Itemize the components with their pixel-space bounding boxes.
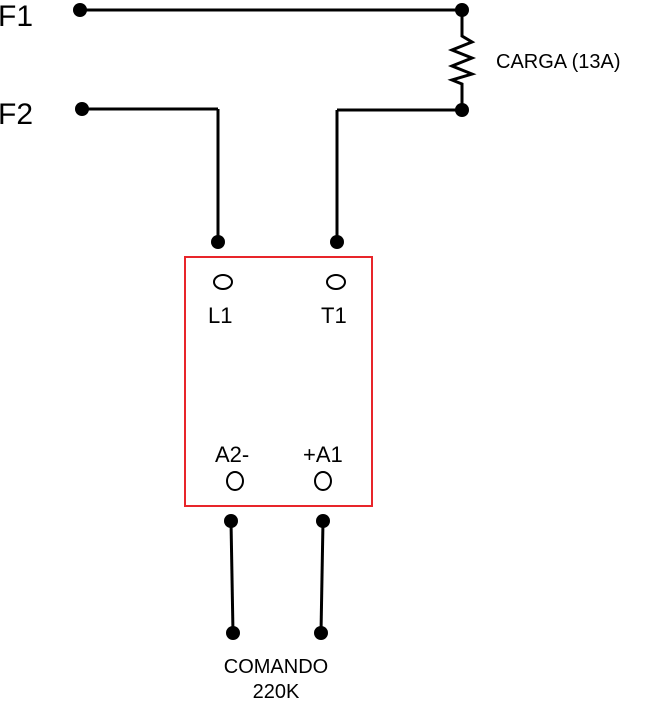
control-label-line2: 220K — [253, 681, 300, 702]
solid-state-relay-box — [184, 256, 373, 507]
a1-label: +A1 — [303, 442, 343, 467]
f2-label: F2 — [0, 98, 33, 131]
t1-label: T1 — [321, 303, 347, 328]
a1-control-wire — [319, 520, 325, 634]
t1-wire — [335, 108, 462, 242]
f2-node — [75, 102, 89, 116]
f1-load-node — [455, 3, 469, 17]
f1-node — [73, 3, 87, 17]
control-label-line1: COMANDO — [224, 656, 328, 678]
load-t1-node — [455, 103, 469, 117]
a1-output-node — [316, 514, 330, 528]
control-pos-node — [314, 626, 328, 640]
a2-label: A2- — [215, 442, 249, 467]
l1-input-node — [211, 235, 225, 249]
control-neg-node — [226, 626, 240, 640]
l1-label: L1 — [208, 303, 232, 328]
t1-input-node — [330, 235, 344, 249]
f1-label: F1 — [0, 0, 33, 33]
load-resistor-symbol — [447, 28, 477, 110]
a1-terminal — [314, 471, 332, 491]
t1-terminal — [326, 274, 346, 290]
a2-terminal — [226, 471, 244, 491]
l1-terminal — [213, 274, 233, 290]
f1-wire — [80, 8, 464, 28]
load-label: CARGA (13A) — [496, 51, 620, 73]
f2-wire — [82, 107, 220, 242]
a2-output-node — [224, 514, 238, 528]
a2-control-wire — [229, 520, 235, 634]
